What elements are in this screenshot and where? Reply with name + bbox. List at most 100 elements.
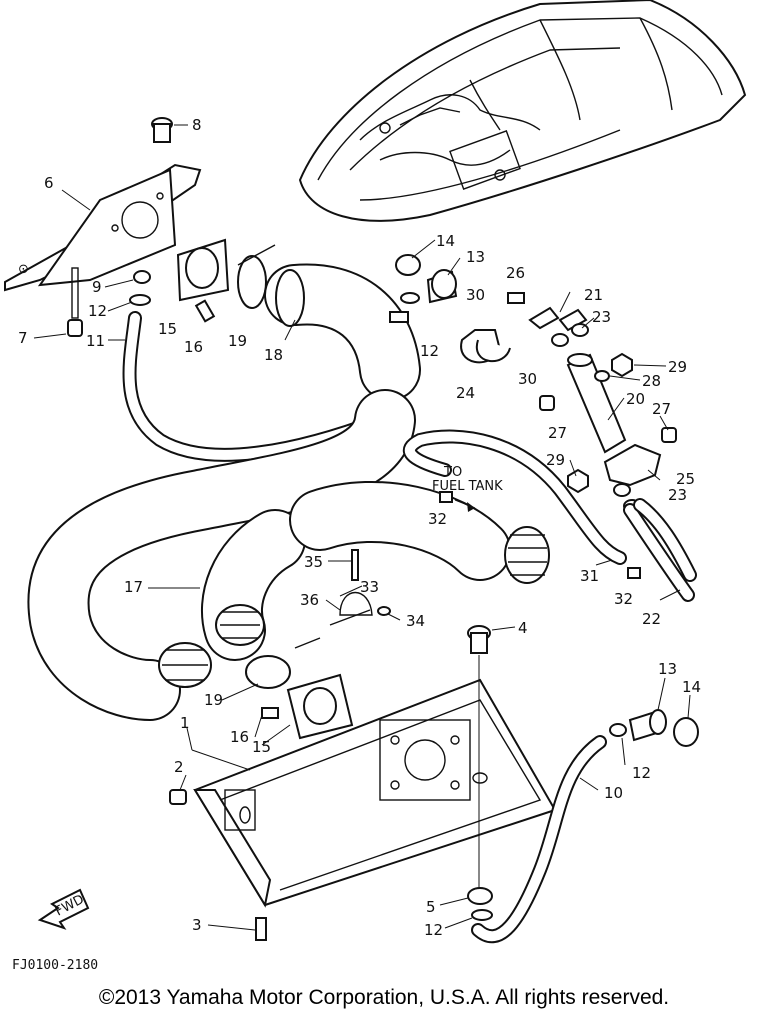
clip-part-32a (439, 491, 453, 503)
label-22: 22 (642, 610, 661, 628)
plug-part-4 (467, 625, 491, 890)
label-25: 25 (676, 470, 695, 488)
note-to: TO (443, 465, 462, 480)
label-16: 16 (184, 338, 203, 356)
label-10: 10 (604, 784, 623, 802)
fitting-part-13a (426, 269, 458, 304)
label-12: 12 (88, 302, 107, 320)
label-13: 13 (466, 248, 485, 266)
label-33: 33 (360, 578, 379, 596)
clamp-assembly-33-36 (329, 549, 391, 626)
hose-part-21a (528, 306, 560, 330)
clamp-part-12 (129, 294, 151, 306)
label-35: 35 (304, 553, 323, 571)
label-16: 16 (230, 728, 249, 746)
hose-stub (389, 311, 409, 323)
bolt-part-27a (539, 395, 555, 411)
note-fuel-tank: FUEL TANK (432, 479, 503, 494)
copyright-notice: ©2013 Yamaha Motor Corporation, U.S.A. A… (98, 986, 670, 1009)
label-2: 2 (174, 758, 184, 776)
label-9: 9 (92, 278, 102, 296)
label-1: 1 (180, 714, 190, 732)
bolt-part-7 (67, 319, 83, 337)
grommet-part-9 (133, 270, 151, 284)
bolt-part-16 (194, 299, 216, 323)
bolt-part-16b (261, 707, 279, 719)
label-27: 27 (548, 424, 567, 442)
label-29: 29 (668, 358, 687, 376)
label-23: 23 (592, 308, 611, 326)
label-36: 36 (300, 591, 319, 609)
part-number-labels: 8 6 9 12 7 11 15 16 19 18 14 13 26 21 30… (18, 116, 701, 939)
fitting-part-13b (628, 709, 667, 742)
forward-direction-arrow: FWD (37, 888, 90, 930)
cap-part-14a (395, 254, 421, 276)
bracket-part-25 (603, 443, 662, 487)
bolt-part-3 (255, 917, 267, 941)
label-4: 4 (518, 619, 528, 637)
muffler-hose-part-18 (264, 263, 421, 401)
label-8: 8 (192, 116, 202, 134)
water-box-part-1 (193, 678, 557, 908)
clamp-part-12c (609, 723, 627, 737)
hose-part-31 (403, 429, 627, 565)
label-23: 23 (668, 486, 687, 504)
label-3: 3 (192, 916, 202, 934)
bellows-connector (158, 526, 550, 688)
label-11: 11 (86, 332, 105, 350)
gasket-part-19b (245, 655, 291, 689)
nut-part-29a (611, 352, 633, 378)
label-28: 28 (642, 372, 661, 390)
label-24: 24 (456, 384, 475, 402)
watercraft-hull-illustration (298, 0, 747, 222)
clamp-part-23c (613, 483, 631, 497)
hose-part-10 (471, 735, 607, 944)
label-15: 15 (158, 320, 177, 338)
label-6: 6 (44, 174, 54, 192)
clip-part-32b (627, 567, 641, 579)
label-34: 34 (406, 612, 425, 630)
label-14: 14 (682, 678, 701, 696)
nut-part-29b (567, 468, 589, 494)
clamp-band-b (294, 637, 321, 649)
label-26: 26 (506, 264, 525, 282)
label-18: 18 (264, 346, 283, 364)
washer-part-28 (594, 370, 610, 382)
label-15: 15 (252, 738, 271, 756)
label-12: 12 (424, 921, 443, 939)
gasket-part-19 (237, 255, 267, 309)
label-30: 30 (466, 286, 485, 304)
svg-text:⊙: ⊙ (18, 262, 29, 277)
cap-part-14b (673, 717, 699, 747)
plug-part-8 (151, 117, 173, 143)
clamp-part-12b (400, 292, 420, 304)
label-14: 14 (436, 232, 455, 250)
label-12: 12 (420, 342, 439, 360)
label-31: 31 (580, 567, 599, 585)
clamp-part-23b (571, 323, 589, 337)
diagram-code: FJ0100-2180 (12, 958, 99, 973)
clamp-part-23a (551, 333, 569, 347)
grommet-part-5 (467, 887, 493, 905)
hose-part-11 (122, 311, 387, 462)
label-12: 12 (632, 764, 651, 782)
bolt-part-2 (169, 789, 187, 805)
label-13: 13 (658, 660, 677, 678)
label-19: 19 (204, 691, 223, 709)
label-30: 30 (518, 370, 537, 388)
bolt-part-27b (661, 427, 677, 443)
label-5: 5 (426, 898, 436, 916)
label-19: 19 (228, 332, 247, 350)
label-20: 20 (626, 390, 645, 408)
clamp-band (237, 244, 276, 266)
label-7: 7 (18, 329, 28, 347)
label-17: 17 (124, 578, 143, 596)
clamp-part-12d (471, 909, 493, 921)
flange-part-15b (286, 673, 354, 740)
bracket-part-24 (460, 329, 511, 364)
label-32: 32 (614, 590, 633, 608)
cover-part-6: ⊙ (4, 163, 202, 319)
flange-part-15 (176, 238, 230, 302)
label-21: 21 (584, 286, 603, 304)
